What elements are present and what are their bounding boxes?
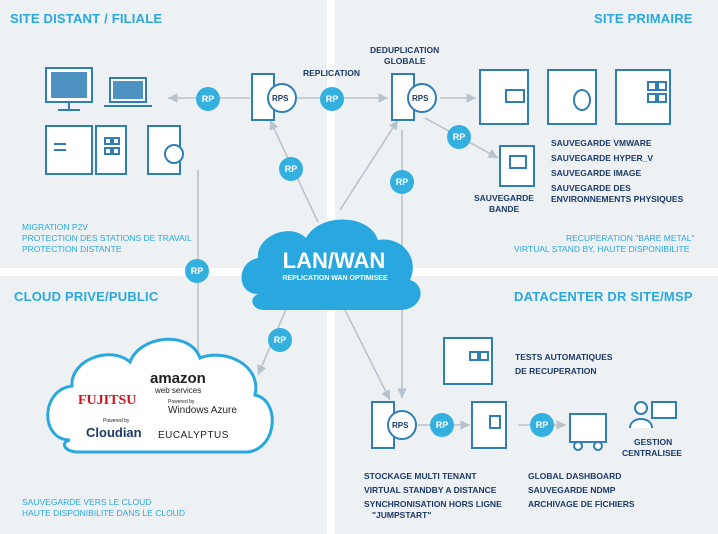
fujitsu-logo: FUJITSU — [78, 393, 137, 408]
remote-note: PROTECTION DES STATIONS DE TRAVAIL — [22, 233, 192, 243]
amazon-logo: amazon — [150, 370, 206, 387]
primary-list-item: SAUVEGARDE HYPER_V — [551, 153, 654, 163]
rp-badge: RP — [530, 413, 554, 437]
primary-site-title: SITE PRIMAIRE — [594, 11, 693, 26]
dr-right-item: SAUVEGARDE NDMP — [528, 485, 616, 495]
gestion-label-1: GESTION — [634, 437, 673, 447]
remote-note: PROTECTION DISTANTE — [22, 244, 122, 254]
cloudian-small: Powered by — [103, 418, 130, 424]
server-icon-remote-2 — [95, 125, 127, 175]
rps-label: RPS — [272, 94, 289, 103]
server-mail-icon — [479, 69, 529, 125]
dr-left-item: "JUMPSTART" — [372, 510, 432, 520]
cloud-shape — [46, 337, 274, 454]
server-grid-icon — [615, 69, 671, 125]
lan-wan-subtitle: REPLICATION WAN OPTIMISEE — [282, 275, 388, 282]
rp-badge: RP — [320, 87, 344, 111]
dr-left-item: SYNCHRONISATION HORS LIGNE — [364, 499, 502, 509]
azure-logo: Windows Azure — [168, 405, 237, 416]
dr-right-item: GLOBAL DASHBOARD — [528, 471, 622, 481]
tape-label-2: BANDE — [489, 204, 520, 214]
tape-label-1: SAUVEGARDE — [474, 193, 534, 203]
dr-right-item: ARCHIVAGE DE FICHIERS — [528, 499, 635, 509]
server-icon-remote-1 — [45, 125, 93, 175]
rp-badge: RP — [268, 328, 292, 352]
cloudian-logo: Cloudian — [86, 425, 142, 440]
rps-server-remote — [251, 73, 297, 121]
primary-list-item: SAUVEGARDE IMAGE — [551, 168, 642, 178]
primary-list-item: ENVIRONNEMENTS PHYSIQUES — [551, 194, 684, 204]
primary-list-item: SAUVEGARDE VMWARE — [551, 138, 652, 148]
link-wan-to-dr — [339, 299, 391, 401]
rps-label: RPS — [412, 94, 429, 103]
server-database-icon — [547, 69, 597, 125]
dedup-label-2: GLOBALE — [384, 56, 426, 66]
rp-badge: RP — [279, 157, 303, 181]
replication-label: REPLICATION — [303, 68, 360, 78]
dr-tests-server-icon — [443, 337, 493, 385]
dr-truck-icon — [569, 413, 607, 451]
dr-left-item: STOCKAGE MULTI TENANT — [364, 471, 477, 481]
lan-wan-title: LAN/WAN — [282, 248, 386, 273]
cloud-title: CLOUD PRIVE/PUBLIC — [14, 289, 159, 304]
remote-note: MIGRATION P2V — [22, 222, 88, 232]
remote-site-title: SITE DISTANT / FILIALE — [10, 11, 163, 26]
quadrant-primary-site — [335, 0, 718, 268]
azure-small: Powered by — [168, 399, 195, 405]
laptop-icon — [104, 77, 152, 107]
dr-server-icon — [471, 401, 507, 449]
server-icon-remote-3 — [147, 125, 184, 175]
tests-label-2: DE RECUPERATION — [515, 366, 597, 376]
rp-badge: RP — [185, 259, 209, 283]
rps-server-dedup — [391, 73, 437, 121]
management-user-icon — [629, 401, 677, 429]
rps-label: RPS — [392, 421, 409, 430]
cloud-note: SAUVEGARDE VERS LE CLOUD — [22, 497, 152, 507]
datacenter-title: DATACENTER DR SITE/MSP — [514, 289, 693, 304]
lan-wan-cloud — [241, 219, 421, 310]
link-wan-to-dedup — [339, 119, 399, 211]
tape-backup-icon — [499, 145, 535, 187]
rp-badge: RP — [196, 87, 220, 111]
dr-left-item: VIRTUAL STANDBY A DISTANCE — [364, 485, 497, 495]
rp-badge: RP — [447, 125, 471, 149]
primary-list-item: SAUVEGARDE DES — [551, 183, 631, 193]
rp-badge: RP — [430, 413, 454, 437]
amazon-sub: web services — [155, 386, 202, 395]
dr-rps-server-icon — [371, 401, 417, 449]
desktop-monitor-icon — [45, 67, 93, 111]
cloud-note: HAUTE DISPONIBILITE DANS LE CLOUD — [22, 508, 185, 518]
eucalyptus-logo: EUCALYPTUS — [158, 430, 229, 441]
rp-badge: RP — [390, 170, 414, 194]
tests-label-1: TESTS AUTOMATIQUES — [515, 352, 613, 362]
gestion-label-2: CENTRALISEE — [622, 448, 682, 458]
dedup-label-1: DEDUPLICATION — [370, 45, 440, 55]
primary-note: VIRTUAL STAND BY, HAUTE DISPONIBILITE — [514, 244, 690, 254]
primary-note: RECUPERATION "BARE METAL" — [566, 233, 695, 243]
